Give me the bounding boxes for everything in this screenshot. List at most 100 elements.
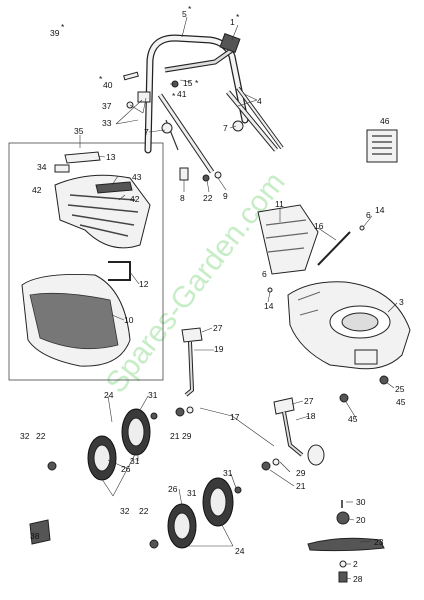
label-37: 37 xyxy=(102,101,112,111)
label-8: 8 xyxy=(180,193,185,203)
label-38: 38 xyxy=(30,531,40,541)
front-wheels xyxy=(47,408,158,481)
grass-bag-parts xyxy=(21,151,151,367)
height-adjusters xyxy=(175,327,389,471)
star-5: * xyxy=(188,4,192,14)
washer-2 xyxy=(339,560,347,568)
bag-frame xyxy=(54,174,151,249)
label-7b: 7 xyxy=(223,123,228,133)
label-11: 11 xyxy=(275,199,284,209)
throttle-lever xyxy=(219,33,241,53)
label-31d: 31 xyxy=(187,488,197,498)
label-17: 17 xyxy=(230,412,240,422)
label-13: 13 xyxy=(106,152,116,162)
label-20: 20 xyxy=(356,515,366,525)
label-18: 18 xyxy=(306,411,316,421)
bolt-8 xyxy=(179,167,189,181)
label-28: 28 xyxy=(353,574,363,584)
lever-27-front xyxy=(181,327,203,343)
label-7a: 7 xyxy=(144,127,149,137)
label-2: 2 xyxy=(353,559,358,569)
label-12: 12 xyxy=(139,279,149,289)
label-31c: 31 xyxy=(223,468,233,478)
label-45a: 45 xyxy=(348,414,358,424)
label-42b: 42 xyxy=(130,194,140,204)
label-31a: 31 xyxy=(148,390,158,400)
rod-16 xyxy=(317,231,351,266)
label-24b: 24 xyxy=(235,546,245,556)
bolt-9 xyxy=(214,171,222,179)
rear-cover-parts xyxy=(257,204,365,293)
label-19: 19 xyxy=(214,344,224,354)
part-labels: 5 * 1 * 39 * 40 * 15 * 41 * 4 37 33 7 7 … xyxy=(20,4,406,584)
label-22c: 22 xyxy=(139,506,149,516)
bolt-28 xyxy=(338,571,348,583)
cable-clip xyxy=(137,91,151,103)
nut-45-left xyxy=(339,393,349,403)
label-22b: 22 xyxy=(36,431,46,441)
label-39: 39 xyxy=(50,28,60,38)
label-41: 41 xyxy=(177,89,187,99)
label-26b: 26 xyxy=(168,484,178,494)
bag-grip-43 xyxy=(95,181,133,194)
rear-cover-11 xyxy=(257,204,319,275)
label-43: 43 xyxy=(132,172,142,182)
pin-40 xyxy=(123,71,139,81)
label-26a: 26 xyxy=(121,464,131,474)
label-6a: 6 xyxy=(366,210,371,220)
clip-34 xyxy=(54,164,70,173)
label-15: 15 xyxy=(183,78,193,88)
star-41: * xyxy=(172,91,176,101)
nut-22-top xyxy=(202,174,210,182)
label-5: 5 xyxy=(182,9,187,19)
lever-27-rear xyxy=(273,397,295,415)
label-3: 3 xyxy=(399,297,404,307)
label-14b: 14 xyxy=(264,301,274,311)
label-21a: 21 xyxy=(170,431,180,441)
label-14a: 14 xyxy=(375,205,385,215)
label-32a: 32 xyxy=(20,431,30,441)
mower-deck-3 xyxy=(287,281,411,370)
star-40: * xyxy=(99,74,103,84)
label-35: 35 xyxy=(74,126,84,136)
label-40: 40 xyxy=(103,80,113,90)
decal-46 xyxy=(366,129,398,163)
star-39: * xyxy=(61,22,65,32)
label-9: 9 xyxy=(223,191,228,201)
rear-wheels xyxy=(149,477,242,549)
handle-13 xyxy=(64,151,101,164)
label-16: 16 xyxy=(314,221,324,231)
leader-lines xyxy=(79,16,398,580)
handle-assembly xyxy=(123,33,398,182)
star-15: * xyxy=(195,78,199,88)
label-46: 46 xyxy=(380,116,390,126)
star-1: * xyxy=(236,12,240,22)
label-21b: 21 xyxy=(296,481,306,491)
label-30: 30 xyxy=(356,497,366,507)
label-34: 34 xyxy=(37,162,47,172)
blade-23 xyxy=(307,537,385,552)
label-6b: 6 xyxy=(262,269,267,279)
bag-group-frame xyxy=(8,142,164,381)
label-45b: 45 xyxy=(396,397,406,407)
label-1: 1 xyxy=(230,17,235,27)
label-32b: 32 xyxy=(120,506,130,516)
plug-38 xyxy=(29,519,51,545)
label-33: 33 xyxy=(102,118,112,128)
blade-adapter-20 xyxy=(336,511,350,525)
label-24a: 24 xyxy=(104,390,114,400)
blade-assembly xyxy=(29,500,385,583)
knob-7a xyxy=(161,122,173,134)
label-27b: 27 xyxy=(304,396,314,406)
bracket-12 xyxy=(108,261,131,281)
label-4: 4 xyxy=(257,96,262,106)
knob-7b xyxy=(232,120,244,132)
label-23: 23 xyxy=(374,537,384,547)
label-25: 25 xyxy=(395,384,405,394)
label-10: 10 xyxy=(124,315,134,325)
label-31b: 31 xyxy=(130,456,140,466)
label-29a: 29 xyxy=(182,431,192,441)
label-27a: 27 xyxy=(213,323,223,333)
